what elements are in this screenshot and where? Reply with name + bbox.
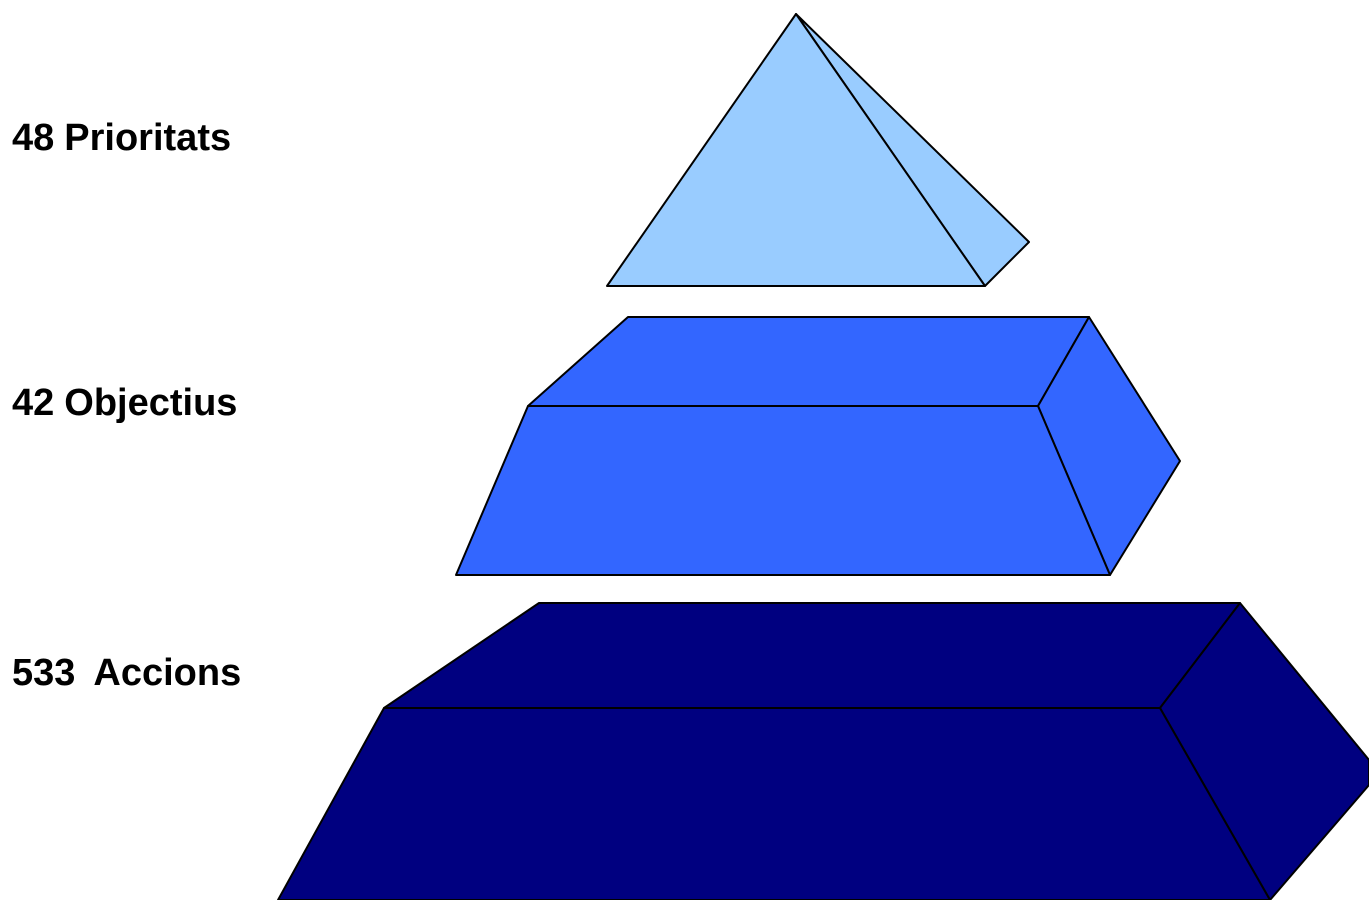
pyramid-middle-objectius [456,317,1180,575]
pyramid-bottom-accions [278,603,1369,900]
pyramid-middle-front-face [456,406,1110,575]
pyramid-bottom-front-face [278,708,1270,900]
pyramid-middle-top-face [528,317,1089,406]
pyramid-bottom-top-face [384,603,1240,708]
pyramid-top-prioritats [607,14,1029,286]
